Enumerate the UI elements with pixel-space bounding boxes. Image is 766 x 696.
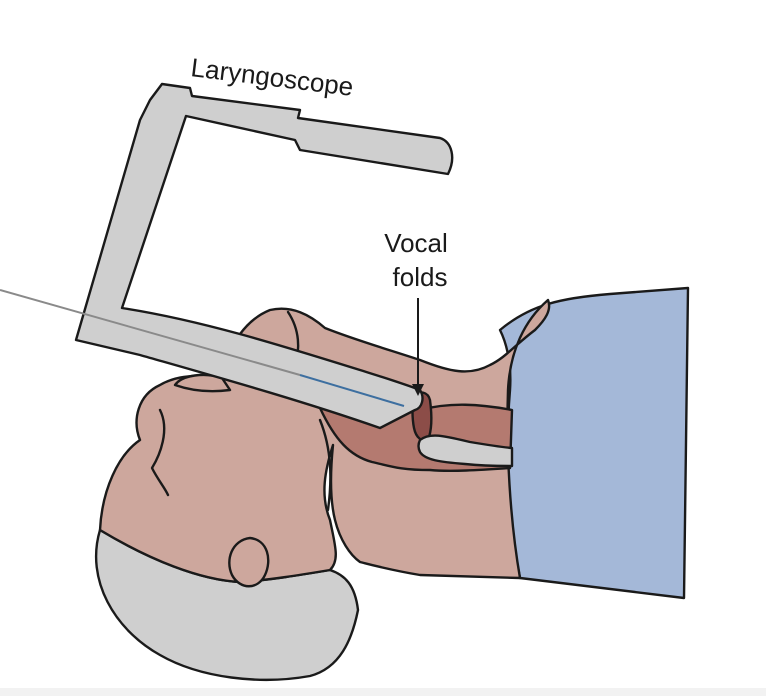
face-contour-3 — [318, 418, 332, 512]
laryngoscope-label: Laryngoscope — [189, 52, 355, 102]
nose — [173, 373, 232, 393]
endotracheal-tube-tip — [299, 374, 405, 407]
bottom-rule — [0, 688, 766, 696]
vocal-folds-label-line2: folds — [393, 262, 448, 292]
esophagus — [417, 434, 514, 468]
face-contour-1 — [150, 408, 170, 497]
arrow-down-icon — [412, 384, 424, 396]
vocal-folds-label-line1: Vocal — [384, 228, 448, 258]
laryngoscope-icon — [74, 82, 454, 430]
endotracheal-tube — [0, 289, 301, 376]
ear — [228, 536, 270, 588]
